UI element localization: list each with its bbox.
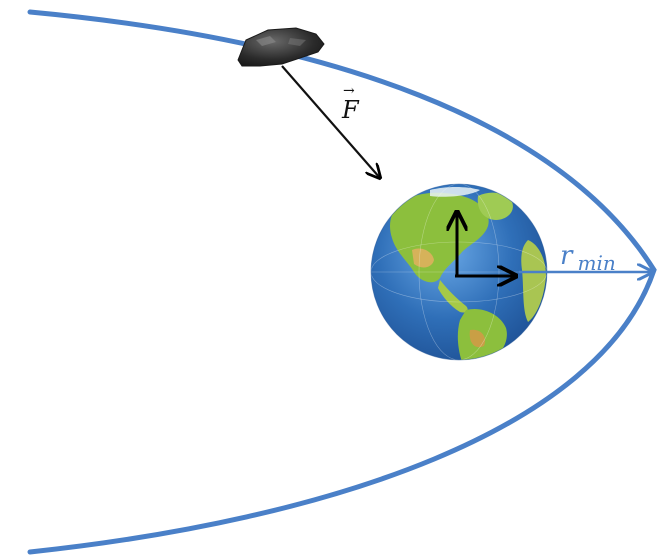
force-label: F [341, 96, 360, 124]
earth-globe-icon [370, 183, 548, 361]
rmin-label-sub: min [578, 251, 616, 275]
orbit-path [27, 9, 657, 555]
rmin-label-base: r [560, 241, 574, 271]
force-vector-mark: → [343, 83, 355, 99]
force-arrow [281, 65, 380, 178]
rmin-label: r min [560, 241, 616, 275]
asteroid-icon [237, 27, 325, 67]
